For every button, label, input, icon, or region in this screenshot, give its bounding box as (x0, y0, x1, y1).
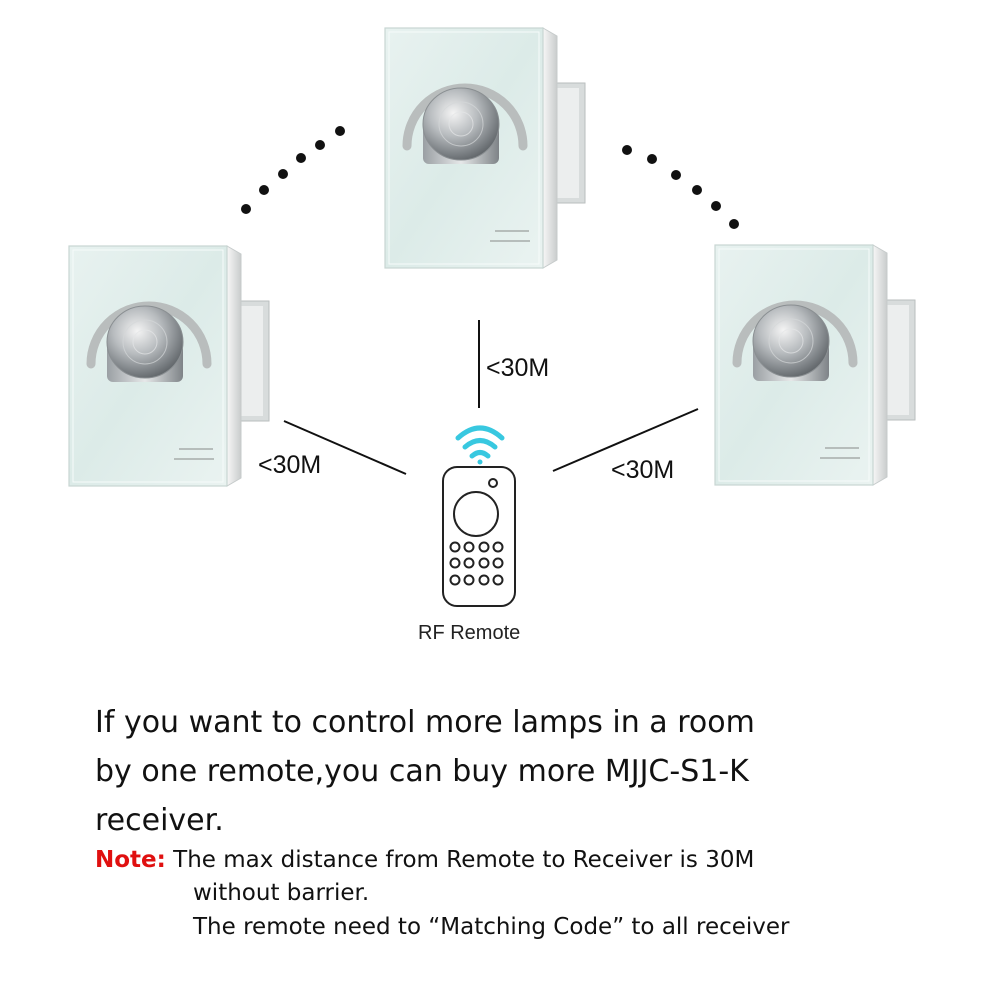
distance-label-left: <30M (258, 451, 322, 479)
distance-label-top: <30M (486, 354, 550, 382)
remote-control-icon (442, 466, 516, 607)
range-line-left (283, 420, 407, 475)
note-label: Note: (95, 847, 166, 873)
range-line-right (552, 408, 699, 472)
description-line-2: by one remote,you can buy more MJJC-S1-K (95, 754, 749, 789)
note-line-2: without barrier. (193, 880, 370, 906)
distance-label-right: <30M (611, 456, 675, 484)
dimmer-panel-left (69, 246, 269, 486)
dotted-link-left (241, 126, 345, 214)
wifi-signal-icon (455, 425, 505, 465)
description-line-1: If you want to control more lamps in a r… (95, 705, 755, 740)
description: If you want to control more lamps in a r… (95, 698, 955, 845)
dimmer-panel-right (715, 245, 915, 485)
dimmer-panel-top (385, 28, 585, 268)
description-line-3: receiver. (95, 803, 224, 838)
note-line-3: The remote need to “Matching Code” to al… (193, 914, 790, 940)
note-line-1: The max distance from Remote to Receiver… (173, 847, 755, 873)
dotted-link-right (622, 145, 739, 229)
remote-label: RF Remote (418, 622, 521, 644)
